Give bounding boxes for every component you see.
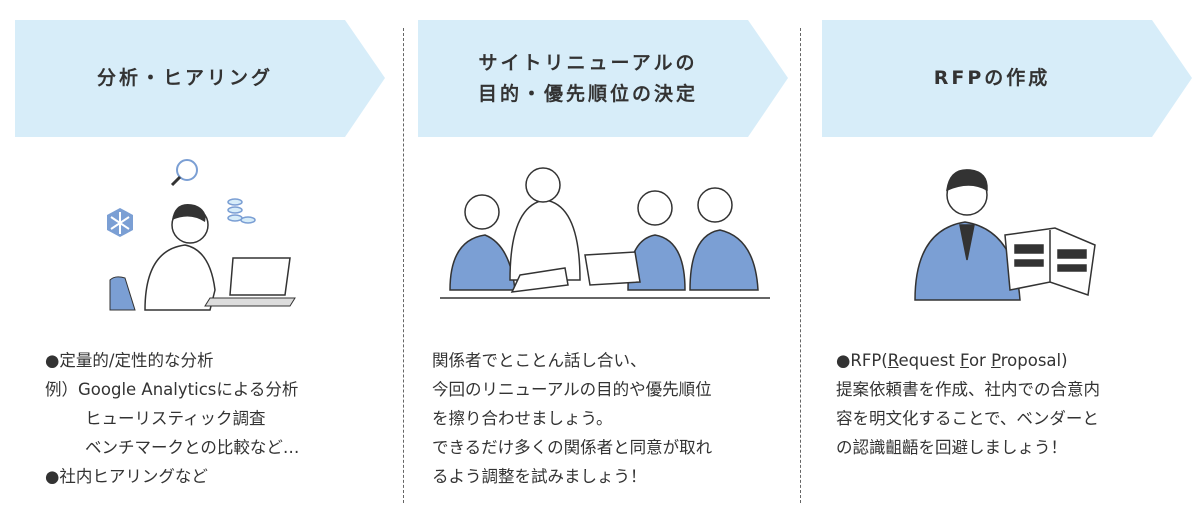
rfp-illustration	[914, 169, 1096, 301]
body-text: equest	[898, 351, 961, 370]
body-line: ヒューリスティック調査	[85, 409, 266, 428]
coins-icon	[227, 198, 256, 224]
step-title-line: 目的・優先順位の決定	[477, 82, 698, 105]
step-title: 分析・ヒアリング	[96, 67, 273, 89]
step-title: RFPの作成	[933, 67, 1051, 89]
magnifier-icon	[170, 159, 198, 187]
body-line: の認識齟齬を回避しましょう！	[836, 438, 1067, 457]
analysis-illustration	[107, 159, 296, 311]
column-divider	[800, 28, 801, 503]
body-line: ●社内ヒアリングなど	[45, 467, 208, 486]
step-banner-rfp: RFPの作成	[822, 20, 1192, 137]
analysis-description: ●定量的/定性的な分析 例）Google Analyticsによる分析 ヒューリ…	[45, 346, 299, 491]
body-line: 容を明文化することで、ベンダーと	[836, 409, 1099, 428]
goals-description: 関係者でとことん話し合い、 今回のリニューアルの目的や優先順位 を擦り合わせまし…	[432, 346, 712, 491]
body-text: or	[968, 351, 992, 370]
rfp-heading: ●RFP(Request For Proposal)	[836, 346, 1100, 375]
body-line: できるだけ多くの関係者と同意が取れ	[432, 438, 713, 457]
body-line: を擦り合わせましょう。	[432, 409, 613, 428]
snowflake-icon	[107, 208, 133, 237]
body-text: F	[960, 351, 969, 370]
body-line: 提案依頼書を作成、社内での合意内	[836, 380, 1100, 399]
body-text: roposal)	[1000, 351, 1068, 370]
step-banner-analysis: 分析・ヒアリング	[15, 20, 385, 137]
step-title-line: サイトリニューアルの	[478, 51, 698, 74]
body-line: 関係者でとことん話し合い、	[432, 351, 647, 370]
body-text: R	[887, 351, 899, 370]
body-line: ベンチマークとの比較など…	[85, 438, 300, 457]
column-divider	[403, 28, 404, 503]
body-line: ●定量的/定性的な分析	[45, 351, 214, 370]
body-line: 例）Google Analyticsによる分析	[45, 380, 299, 399]
body-text: P	[991, 351, 1001, 370]
step-banner-goals: サイトリニューアルの 目的・優先順位の決定	[418, 20, 788, 137]
meeting-illustration	[440, 167, 770, 299]
body-line: るよう調整を試みましょう！	[432, 467, 647, 486]
body-line: 今回のリニューアルの目的や優先順位	[432, 380, 712, 399]
body-text: ●RFP(	[836, 351, 888, 370]
rfp-description: ●RFP(Request For Proposal) 提案依頼書を作成、社内での…	[836, 346, 1100, 462]
